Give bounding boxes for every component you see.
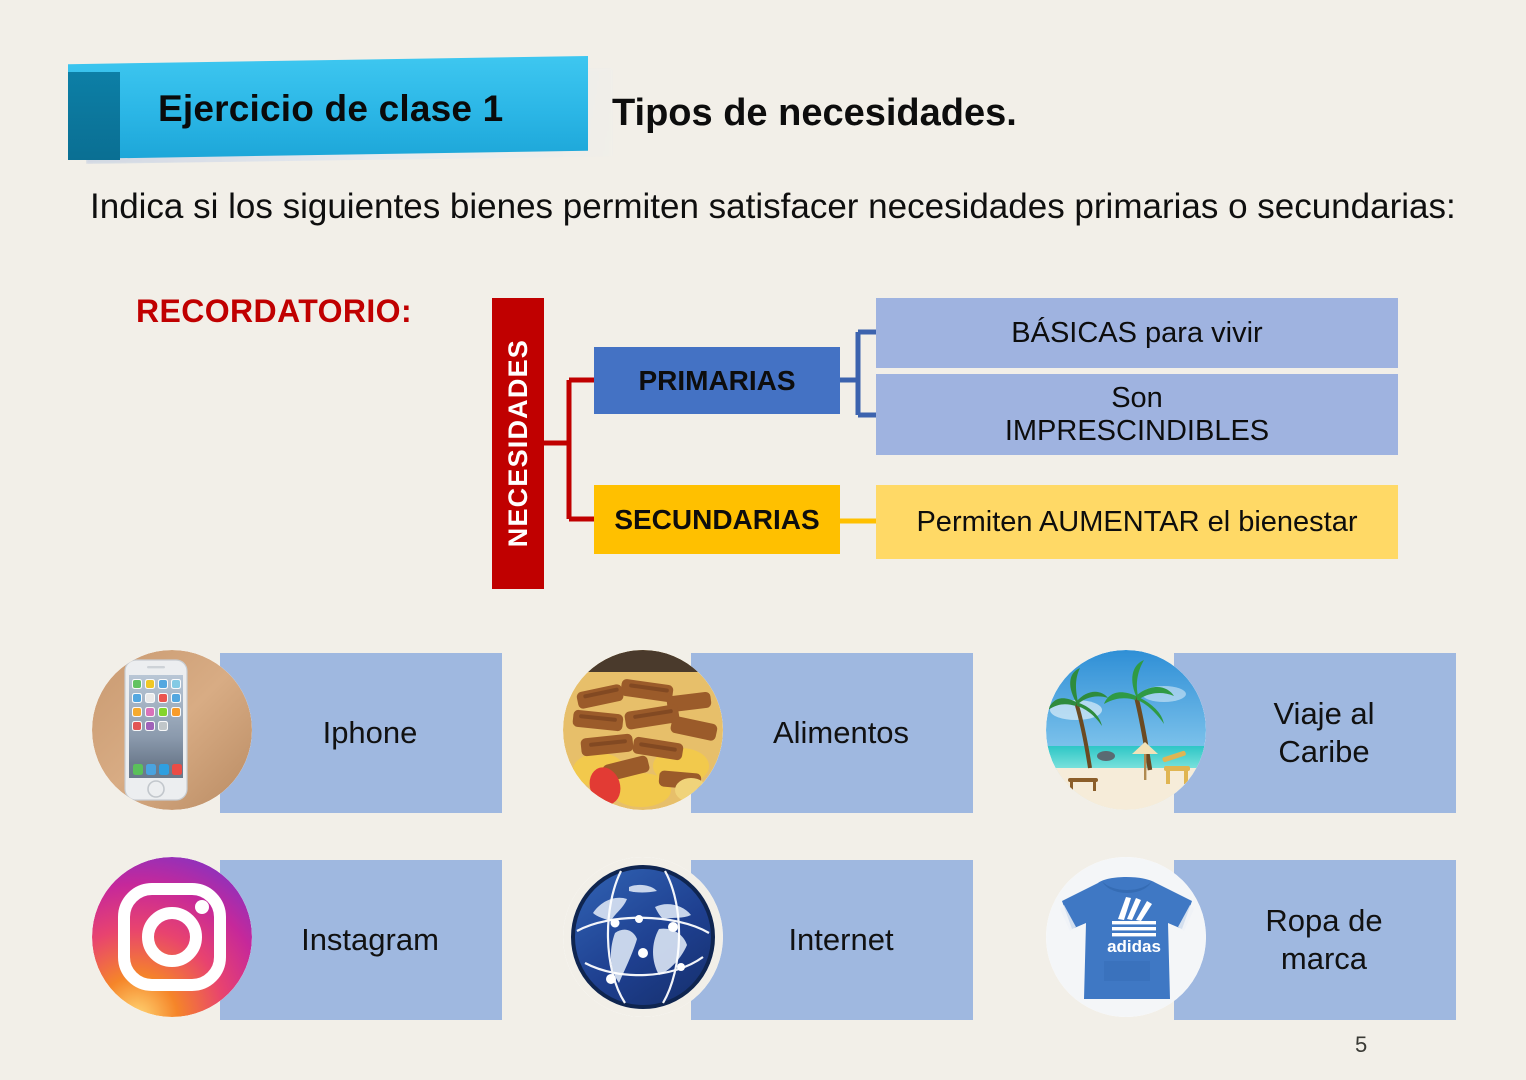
diagram-node-necesidades-label: NECESIDADES	[502, 339, 533, 548]
item-label: Iphone	[322, 715, 418, 751]
food-plate-photo-icon	[563, 650, 723, 810]
diagram-detail-aumentar: Permiten AUMENTAR el bienestar	[876, 485, 1398, 559]
beach-palm-photo-icon	[1046, 650, 1206, 810]
banner-label: Ejercicio de clase 1	[158, 88, 504, 129]
globe-network-icon	[563, 857, 723, 1017]
header-banner: Ejercicio de clase 1	[68, 52, 613, 164]
diagram-detail-basicas-label: BÁSICAS para vivir	[1011, 316, 1263, 349]
item-card-viaje-caribe[interactable]: Viaje al Caribe	[1046, 648, 1456, 823]
item-label-plate: Instagram	[220, 860, 502, 1020]
item-label-line2: marca	[1280, 941, 1368, 976]
instagram-logo-icon	[92, 857, 252, 1017]
iphone-photo-icon	[92, 650, 252, 810]
diagram-detail-basicas: BÁSICAS para vivir	[876, 298, 1398, 368]
banner-left-tab	[68, 72, 120, 160]
page-title: Tipos de necesidades.	[612, 92, 1017, 134]
item-label-line1: Ropa de	[1265, 903, 1383, 939]
item-card-instagram[interactable]: Instagram	[92, 855, 502, 1030]
adidas-hoodie-photo-icon: adidas	[1046, 857, 1206, 1017]
item-label-plate: Internet	[691, 860, 973, 1020]
item-label-plate: Viaje al Caribe	[1174, 653, 1456, 813]
page-number: 5	[1355, 1032, 1368, 1057]
diagram-detail-imprescindibles: Son IMPRESCINDIBLES	[876, 374, 1398, 455]
item-label-line1: Viaje al	[1273, 696, 1375, 732]
instruction-text: Indica si los siguientes bienes permiten…	[90, 187, 1456, 226]
item-label-plate: Ropa de marca	[1174, 860, 1456, 1020]
banner-body	[68, 56, 588, 159]
diagram-node-secundarias-label: SECUNDARIAS	[614, 503, 820, 535]
item-label: Ropa de marca	[1265, 902, 1382, 978]
item-label: Internet	[788, 922, 894, 958]
item-card-ropa-de-marca[interactable]: Ropa de marca	[1046, 855, 1456, 1030]
item-card-alimentos[interactable]: Alimentos	[563, 648, 973, 823]
item-label: Viaje al Caribe	[1273, 695, 1374, 771]
svg-text:adidas: adidas	[1107, 937, 1161, 956]
diagram-detail-imprescindibles-line2: IMPRESCINDIBLES	[1004, 414, 1270, 447]
diagram-node-secundarias: SECUNDARIAS	[594, 485, 840, 554]
reminder-label: RECORDATORIO:	[136, 293, 413, 329]
item-card-iphone[interactable]: Iphone	[92, 648, 502, 823]
diagram-node-necesidades: NECESIDADES	[492, 298, 544, 589]
item-label: Alimentos	[772, 715, 910, 751]
item-card-internet[interactable]: Internet	[563, 855, 973, 1030]
item-label-plate: Alimentos	[691, 653, 973, 813]
diagram-detail-imprescindibles-text: Son IMPRESCINDIBLES	[1005, 382, 1269, 447]
item-label-plate: Iphone	[220, 653, 502, 813]
diagram-node-primarias: PRIMARIAS	[594, 347, 840, 414]
diagram-detail-imprescindibles-line1: Son	[1111, 382, 1163, 415]
item-label-line2: Caribe	[1278, 734, 1370, 769]
diagram-detail-aumentar-label: Permiten AUMENTAR el bienestar	[916, 505, 1358, 538]
needs-diagram: NECESIDADES PRIMARIAS SECUNDARIAS BÁSICA…	[470, 285, 1430, 595]
diagram-node-primarias-label: PRIMARIAS	[638, 364, 796, 396]
item-label: Instagram	[301, 922, 439, 958]
